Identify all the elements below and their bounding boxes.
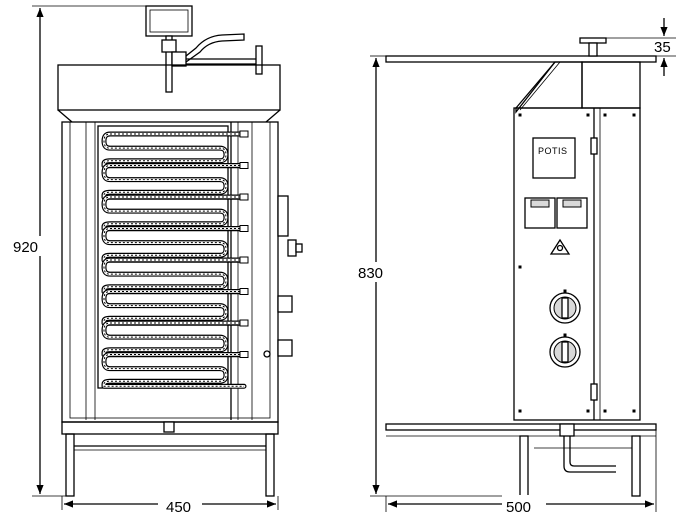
front-view <box>57 5 303 497</box>
coil-terminal <box>239 130 249 138</box>
front-width-label: 450 <box>166 499 191 516</box>
socket-right <box>556 197 588 229</box>
heater-coil-texture <box>103 165 244 198</box>
burner-knob-top[interactable] <box>549 289 581 324</box>
coil-terminal <box>239 319 249 327</box>
spit-knob <box>579 37 607 44</box>
coil-terminal <box>239 288 249 295</box>
heater-coil-texture <box>103 354 244 387</box>
side-height-label: 830 <box>358 265 383 282</box>
top-canopy <box>57 64 281 111</box>
side-leg-right <box>631 435 641 497</box>
motor-box <box>145 5 193 37</box>
coil-terminal <box>239 351 249 358</box>
top-offset-label: 35 <box>654 39 671 56</box>
socket-left <box>524 197 556 229</box>
burner-knob-bottom[interactable] <box>549 333 581 368</box>
leg-left <box>65 433 75 497</box>
front-height-label: 920 <box>13 239 38 256</box>
side-dimensions: 830 500 35 <box>356 18 676 516</box>
gas-connector <box>559 423 575 437</box>
side-knob-bottom <box>277 339 293 357</box>
side-base-plate <box>385 423 657 431</box>
side-top-plate <box>385 55 657 63</box>
side-width-label: 500 <box>506 499 531 516</box>
heater-coil-texture <box>103 259 244 293</box>
hinge-top <box>590 137 598 155</box>
spit-coupling <box>171 51 187 67</box>
side-view: POTIS <box>385 37 657 497</box>
heater-coils <box>101 130 249 389</box>
side-knob-middle <box>277 295 293 313</box>
side-knob-top <box>287 239 297 257</box>
heater-coil-texture <box>103 196 244 230</box>
coil-terminal <box>239 193 249 201</box>
rivets <box>518 113 636 413</box>
motor-housing <box>581 61 641 109</box>
screw-icon <box>263 350 271 358</box>
brand-plate <box>532 137 576 179</box>
power-sockets <box>524 197 588 229</box>
leg-right <box>265 433 275 497</box>
brand-label: POTIS <box>538 146 568 156</box>
spit-handle <box>185 33 245 63</box>
coil-terminal <box>239 256 249 264</box>
indicator-lamp-icon <box>549 238 571 255</box>
coil-terminal <box>239 225 249 232</box>
coil-terminal <box>239 162 249 169</box>
side-leg-left <box>519 435 529 497</box>
heater-coil-texture <box>103 133 244 167</box>
heater-coil-texture <box>103 322 244 356</box>
heater-coil-texture <box>103 228 244 261</box>
spit-end-stop <box>255 45 263 75</box>
heater-coil-texture <box>103 291 244 324</box>
front-dimensions: 920 450 <box>10 5 279 516</box>
gas-pipe <box>563 436 616 473</box>
side-plate <box>277 195 289 237</box>
side-body <box>513 107 641 421</box>
hinge-bottom <box>590 383 598 401</box>
